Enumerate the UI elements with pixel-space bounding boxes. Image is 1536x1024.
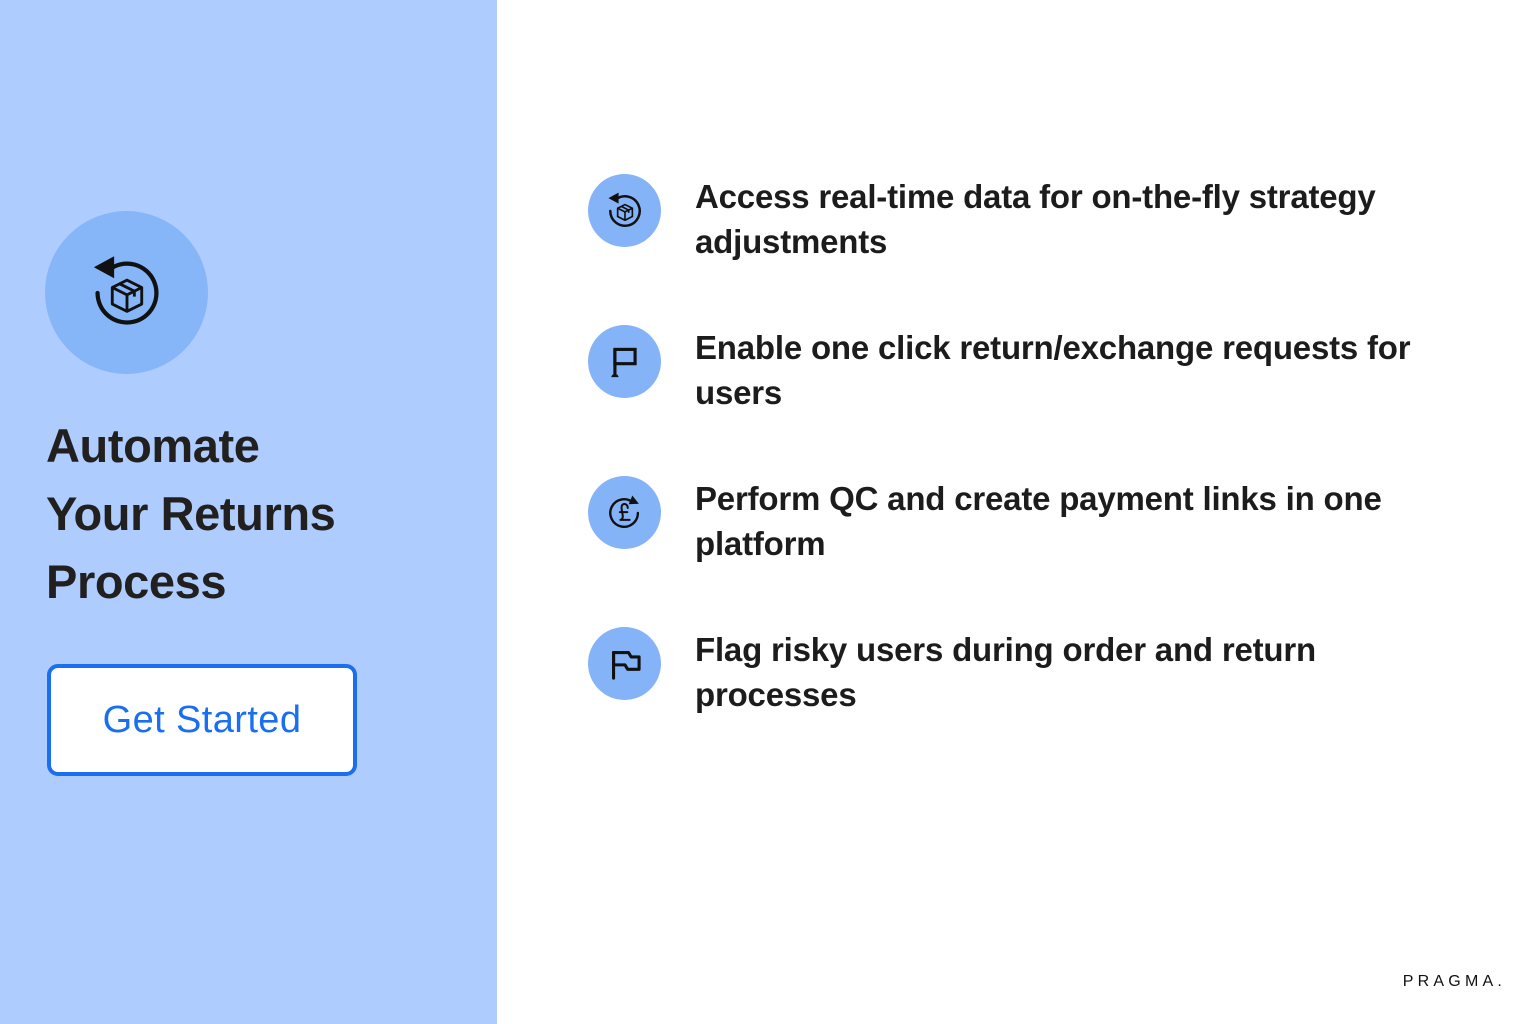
list-item: Perform QC and create payment links in o… (588, 474, 1458, 566)
list-item-label: Flag risky users during order and return… (695, 631, 1316, 713)
brand-logo: PRAGMA. (1402, 973, 1506, 990)
flag-outline-icon (604, 341, 646, 383)
feature-icon-badge (588, 476, 661, 549)
get-started-button[interactable]: Get Started (47, 664, 357, 776)
hero-icon-badge (45, 211, 208, 374)
right-panel: Access real-time data for on-the-fly str… (497, 0, 1536, 1024)
feature-list: Access real-time data for on-the-fly str… (588, 172, 1458, 717)
return-box-icon (81, 247, 173, 339)
list-item: Enable one click return/exchange request… (588, 323, 1458, 415)
flag-wave-icon (603, 642, 647, 686)
refund-pound-icon (602, 490, 648, 536)
list-item: Flag risky users during order and return… (588, 625, 1458, 717)
feature-icon-badge (588, 325, 661, 398)
left-panel: Automate Your Returns Process Get Starte… (0, 0, 497, 1024)
list-item-label: Access real-time data for on-the-fly str… (695, 178, 1376, 260)
list-item: Access real-time data for on-the-fly str… (588, 172, 1458, 264)
feature-icon-badge (588, 174, 661, 247)
list-item-label: Enable one click return/exchange request… (695, 329, 1411, 411)
feature-icon-badge (588, 627, 661, 700)
return-box-icon (602, 188, 648, 234)
page-title: Automate Your Returns Process (46, 419, 336, 608)
get-started-label: Get Started (102, 698, 302, 741)
list-item-label: Perform QC and create payment links in o… (695, 480, 1382, 562)
